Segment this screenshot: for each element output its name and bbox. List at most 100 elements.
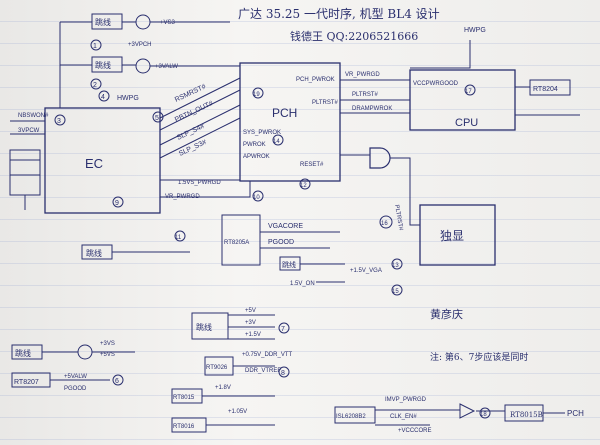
- title: 广达 35.25 一代时序, 机型 BL4 设计: [238, 6, 440, 21]
- wire-vga: [260, 231, 340, 249]
- label-hwpg: HWPG: [117, 95, 139, 102]
- label-pwrok: PWROK: [243, 142, 266, 148]
- rt8015b-label: RT8015B: [510, 411, 543, 419]
- step-12-circle: [299, 178, 311, 190]
- author: 钱德王 QQ:2206521666: [290, 29, 418, 43]
- step-5: 5: [155, 115, 159, 122]
- rt8205a-box: [221, 214, 261, 266]
- step-markers: 1 2 3 4 5 6 7 8 9 10 11 12 13 14 15 16 1…: [54, 39, 491, 419]
- step-19-circle: [252, 87, 264, 99]
- step-17-circle: [464, 84, 476, 96]
- label-5vs: +5VS: [100, 352, 115, 358]
- label-pltrst: PLTRST#: [312, 100, 339, 106]
- step-9-circle: [112, 196, 124, 208]
- cpu-label: CPU: [455, 117, 478, 129]
- label-075: +0.75V_DDR_VTT: [242, 352, 293, 358]
- label-vgacore: VGACORE: [268, 223, 303, 230]
- label-pgood-1: PGOOD: [268, 239, 294, 246]
- buffer-icon: [459, 403, 476, 419]
- wire-top-1: [59, 21, 230, 108]
- label-vs3: +VS3: [160, 20, 176, 26]
- step-10-circle: [252, 190, 264, 202]
- step-18: 18: [480, 412, 487, 418]
- jumper-rails-label: 跳线: [196, 322, 212, 332]
- jumper-2-label: 跳线: [95, 60, 111, 70]
- step-11: 11: [175, 235, 182, 241]
- wire-top-2: [60, 64, 240, 67]
- wire-cpu-vr: [515, 86, 580, 116]
- step-7-circle: [278, 322, 290, 334]
- label-ec-pwrok: 1.5VS_PWRGD: [178, 180, 221, 186]
- label-pltrst-cpu: PLTRST#: [352, 92, 379, 98]
- pch-block: [239, 62, 341, 182]
- step-2-circle: [90, 78, 102, 90]
- rt8207-label: RT8207: [14, 379, 39, 386]
- gpu-label: 独显: [440, 229, 464, 243]
- step-19: 19: [253, 92, 260, 98]
- label-vccore: +VCCCORE: [398, 428, 432, 434]
- step-14: 14: [273, 139, 280, 145]
- step-4: 4: [101, 94, 105, 101]
- gpu-block: [419, 204, 496, 266]
- crystal-lines: [10, 159, 40, 210]
- step-9: 9: [115, 200, 119, 207]
- ec-label: EC: [85, 156, 103, 171]
- inverter-2-icon: [135, 58, 151, 74]
- label-rsmrst: RSMRST#: [174, 83, 207, 104]
- label-apwrok: APWROK: [243, 154, 270, 160]
- step-13: 13: [392, 263, 399, 269]
- label-ddr-vtref: DDR_VTREF: [245, 368, 281, 374]
- jumper-4-label: 跳线: [86, 248, 102, 258]
- step-17: 17: [465, 89, 472, 95]
- isl6208-label: ISL6208B2: [336, 414, 366, 420]
- step-1-circle: [90, 39, 102, 51]
- wire-ec-pch: [159, 77, 241, 159]
- wire-ec-inputs: [10, 120, 45, 135]
- step-1: 1: [93, 43, 97, 50]
- step-2: 2: [93, 82, 97, 89]
- note: 注: 第6、7步应该是同时: [430, 351, 528, 363]
- label-5v: +5V: [245, 308, 256, 314]
- step-15: 15: [392, 289, 399, 295]
- label-pchpwrok: PCH_PWROK: [296, 77, 335, 83]
- step-5-circle: [152, 111, 164, 123]
- jumper-rails-box: [191, 312, 229, 340]
- jumper-1-label: 跳线: [95, 17, 111, 27]
- and-gate-icon: [369, 147, 391, 169]
- step-16: 16: [381, 221, 388, 227]
- label-pgood-2: PGOOD: [64, 386, 87, 392]
- inverter-3-icon: [77, 344, 93, 360]
- label-vccpwrgd: VCCPWRGOOD: [413, 81, 459, 87]
- label-18v: +1.8V: [215, 385, 231, 391]
- jumper-5-label: 跳线: [15, 348, 31, 358]
- rt8205a-label: RT8205A: [224, 240, 249, 246]
- label-3vpcw: 3VPCW: [18, 128, 40, 134]
- rt8016-label: RT8016: [173, 424, 195, 430]
- step-13-circle: [391, 258, 403, 270]
- pch-label: PCH: [272, 106, 297, 120]
- label-15v: +1.5V: [245, 332, 261, 338]
- rt9026-label: RT9026: [206, 365, 228, 371]
- wire-lower-rails: [202, 365, 275, 426]
- label-hwpg-cpu: HWPG: [464, 27, 486, 34]
- step-6-circle: [112, 374, 124, 386]
- label-15v-on: 1.5V_ON: [290, 281, 315, 287]
- wire-pch-cpu: [340, 40, 471, 114]
- wire-pwrok: [160, 179, 251, 198]
- wire-and-gpu: [340, 154, 420, 226]
- step-3: 3: [57, 118, 61, 125]
- step-10: 10: [253, 195, 260, 201]
- label-105v: +1.05V: [228, 409, 247, 415]
- label-imvp-pwrgd: IMVP_PWRGD: [385, 397, 427, 403]
- label-3v: +3V: [245, 320, 256, 326]
- label-nbswon: NBSWON#: [18, 113, 49, 119]
- step-16-circle: [379, 215, 393, 229]
- signature: 黄彦庆: [430, 307, 463, 321]
- label-pltrst-gpu: PLTRST#: [393, 204, 404, 231]
- step-14-circle: [272, 134, 284, 146]
- label-3vs: +3VS: [100, 341, 115, 347]
- label-resetb: RESET#: [300, 162, 324, 168]
- step-4-circle: [98, 90, 110, 102]
- step-15-circle: [391, 284, 403, 296]
